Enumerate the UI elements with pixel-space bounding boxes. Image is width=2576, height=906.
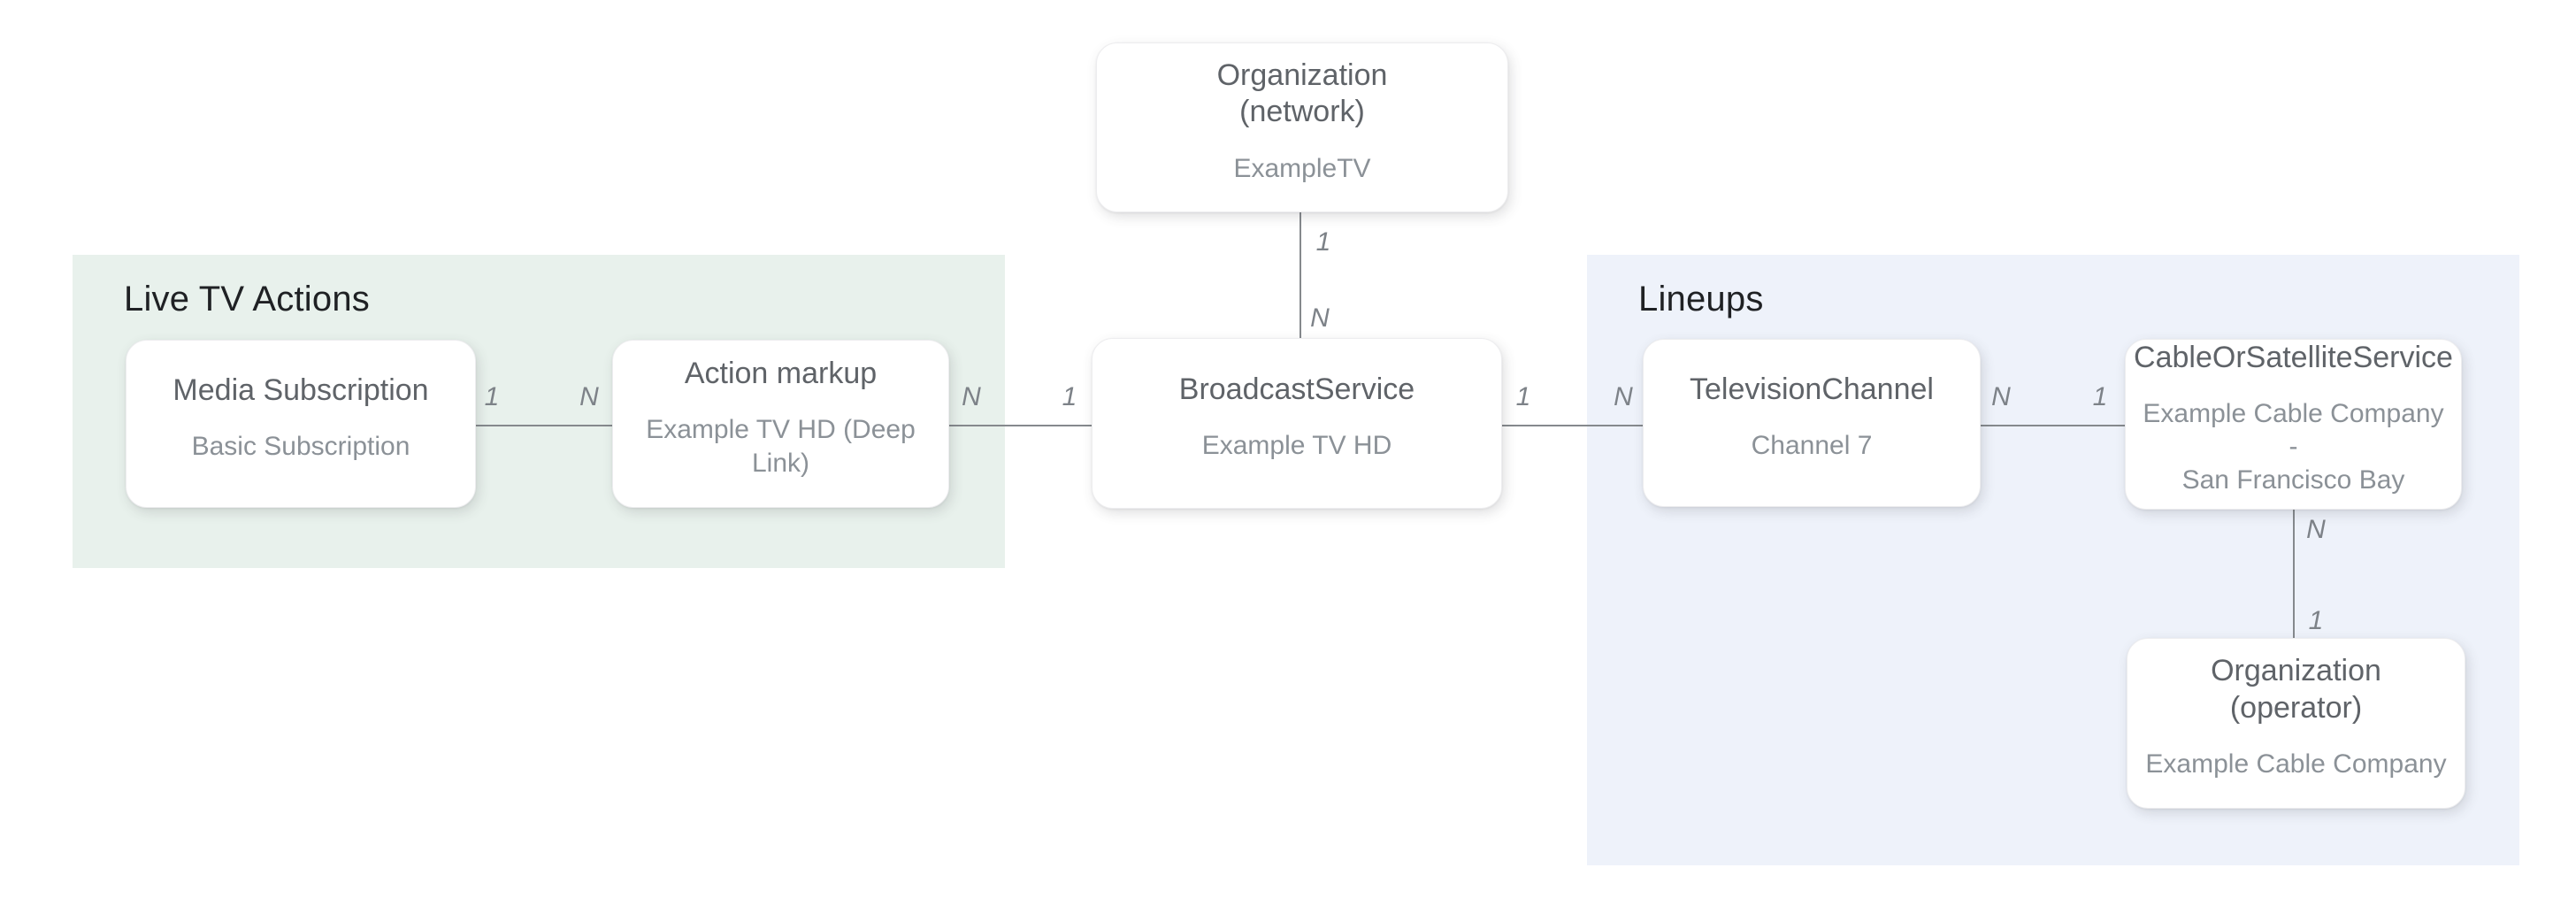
group-title-lineups: Lineups — [1638, 280, 1764, 319]
edge-media-subscription-action-markup — [476, 425, 612, 426]
node-cable-or-satellite-service: CableOrSatelliteService Example Cable Co… — [2125, 339, 2462, 510]
edge-action-markup-broadcast-service — [949, 425, 1092, 426]
node-television-channel-subtitle: Channel 7 — [1751, 430, 1873, 460]
node-media-subscription: Media Subscription Basic Subscription — [126, 340, 476, 508]
cardinality-label-markup-one: 1 — [1062, 382, 1077, 411]
node-action-markup-title: Action markup — [684, 356, 878, 390]
cardinality-label-network-many: N — [1310, 303, 1330, 333]
edge-cable-or-satellite-service-organization-operator — [2293, 508, 2295, 638]
cardinality-label-subscription-one: 1 — [484, 382, 500, 411]
node-organization-network-subtitle: ExampleTV — [1233, 153, 1371, 183]
cardinality-label-broadcast-many: N — [1614, 382, 1633, 411]
cardinality-label-subscription-many: N — [579, 382, 599, 411]
cardinality-label-channel-many: N — [1991, 382, 2011, 411]
edge-broadcast-service-television-channel — [1502, 425, 1643, 426]
node-cable-or-satellite-service-title: CableOrSatelliteService — [2134, 340, 2453, 374]
node-organization-operator-subtitle: Example Cable Company — [2145, 749, 2447, 779]
edge-television-channel-cable-or-satellite-service — [1981, 425, 2125, 426]
node-media-subscription-subtitle: Basic Subscription — [191, 431, 410, 461]
node-television-channel-title: TelevisionChannel — [1690, 372, 1934, 406]
node-cable-or-satellite-service-subtitle: Example Cable Company - San Francisco Ba… — [2143, 398, 2444, 495]
node-action-markup-subtitle: Example TV HD (Deep Link) — [646, 415, 916, 478]
node-organization-network: Organization (network) ExampleTV — [1096, 42, 1508, 212]
cardinality-label-cable-one: 1 — [2308, 606, 2324, 635]
node-television-channel: TelevisionChannel Channel 7 — [1643, 339, 1981, 507]
node-media-subscription-title: Media Subscription — [172, 372, 429, 407]
node-broadcast-service-title: BroadcastService — [1178, 372, 1415, 407]
node-organization-operator-title: Organization (operator) — [2211, 654, 2381, 725]
node-broadcast-service-subtitle: Example TV HD — [1201, 431, 1392, 461]
cardinality-label-network-one: 1 — [1315, 227, 1331, 257]
node-broadcast-service: BroadcastService Example TV HD — [1092, 338, 1502, 509]
group-title-live-tv-actions: Live TV Actions — [124, 280, 370, 319]
node-action-markup: Action markup Example TV HD (Deep Link) — [612, 340, 949, 508]
node-organization-network-title: Organization (network) — [1216, 58, 1388, 129]
cardinality-label-cable-many: N — [2306, 515, 2326, 544]
cardinality-label-broadcast-one: 1 — [1515, 382, 1531, 411]
cardinality-label-markup-many: N — [962, 382, 981, 411]
cardinality-label-channel-one: 1 — [2092, 382, 2108, 411]
edge-organization-network-broadcast-service — [1300, 212, 1301, 338]
node-organization-operator: Organization (operator) Example Cable Co… — [2127, 638, 2465, 809]
